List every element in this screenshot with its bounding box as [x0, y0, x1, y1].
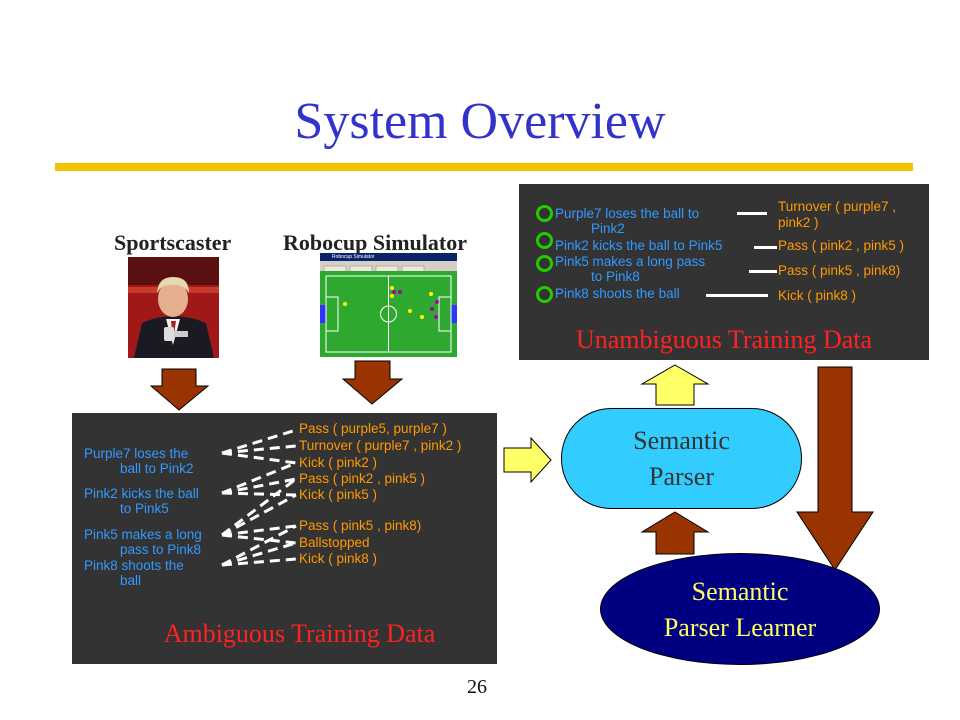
- parser-label-line: Parser: [649, 462, 714, 491]
- comment-line: Purple7 loses the ball to: [555, 206, 700, 221]
- comment-line: to Pink5: [120, 501, 169, 516]
- page-number: 26: [467, 676, 487, 698]
- robocup-simulator-window: Robocup Simulator: [320, 253, 457, 357]
- comment-line: Pink8 shoots the ball: [555, 286, 680, 301]
- link-line: [749, 270, 777, 273]
- green-circle-icon: [536, 205, 553, 222]
- parser-label-line: Semantic: [633, 426, 730, 455]
- ambiguous-connections: [221, 428, 297, 567]
- unambiguous-comment: Pink8 shoots the ball: [555, 286, 680, 301]
- title-underline: [55, 163, 913, 171]
- link-line: [737, 212, 767, 215]
- comment-line: to Pink8: [591, 269, 640, 284]
- ambiguous-comment: Pink8 shoots the ball: [84, 558, 184, 588]
- comment-line: Pink5 makes a long pass: [555, 254, 706, 269]
- comment-line: ball to Pink2: [120, 461, 194, 476]
- unambiguous-comment: Pink5 makes a long pass to Pink8: [555, 254, 705, 284]
- ambiguous-event: Pass ( pink5 , pink8): [299, 518, 422, 533]
- unambiguous-training-data-panel: [519, 184, 929, 360]
- event-line: pink2 ): [778, 214, 819, 230]
- comment-line: Pink5 makes a long: [84, 527, 202, 542]
- ambiguous-event: Ballstopped: [299, 535, 370, 550]
- comment-line: ball: [120, 573, 142, 588]
- parser-up-arrow: [640, 364, 710, 406]
- ambiguous-event: Kick ( pink8 ): [299, 551, 378, 566]
- simulator-toolbar: [320, 261, 457, 273]
- ambiguous-panel-title: Ambiguous Training Data: [163, 619, 436, 648]
- ambiguous-comment: Pink2 kicks the ball to Pink5: [84, 486, 199, 516]
- unambiguous-event: Turnover ( purple7 , pink2 ): [778, 199, 896, 230]
- learner-up-arrow: [640, 511, 710, 555]
- ambiguous-event: Turnover ( purple7 , pink2 ): [299, 438, 462, 453]
- event-line: Turnover ( purple7 ,: [778, 199, 897, 214]
- ambiguous-event: Kick ( pink5 ): [299, 487, 378, 502]
- ambiguous-training-data-panel: [72, 413, 497, 664]
- sportscaster-down-arrow: [150, 368, 210, 411]
- green-circle-icon: [536, 286, 553, 303]
- ambiguous-event: Pass ( purple5, purple7 ): [299, 421, 447, 436]
- green-circle-icon: [536, 255, 553, 272]
- right-arrow: [503, 437, 552, 483]
- slide-title: System Overview: [294, 93, 666, 150]
- link-line: [706, 294, 768, 297]
- soccer-field: [320, 271, 457, 357]
- link-line: [754, 246, 777, 249]
- unambiguous-event: Pass ( pink2 , pink5 ): [778, 238, 905, 253]
- ambiguous-event: Kick ( pink2 ): [299, 455, 378, 470]
- unambiguous-comment: Pink2 kicks the ball to Pink5: [555, 238, 722, 253]
- unambiguous-down-arrow: [796, 366, 874, 571]
- semantic-parser-node: Semantic Parser: [561, 408, 802, 509]
- green-circle-icon: [536, 232, 553, 249]
- comment-line: Pink2: [591, 221, 625, 236]
- comment-line: Pink2 kicks the ball: [84, 486, 199, 501]
- simulator-window-title: Robocup Simulator: [320, 253, 457, 261]
- unambiguous-comment: Purple7 loses the ball to Pink2: [555, 206, 699, 236]
- unambiguous-event: Kick ( pink8 ): [778, 288, 857, 303]
- comment-line: Pink2 kicks the ball to Pink5: [555, 238, 723, 253]
- learner-label-line: Parser Learner: [663, 613, 817, 642]
- sportscaster-photo: [128, 257, 219, 358]
- ambiguous-comment: Purple7 loses the ball to Pink2: [84, 446, 194, 476]
- unambiguous-panel-title: Unambiguous Training Data: [575, 325, 873, 354]
- learner-label-line: Semantic: [691, 577, 789, 606]
- unambiguous-event: Pass ( pink5 , pink8): [778, 263, 901, 278]
- simulator-label: Robocup Simulator: [283, 230, 467, 255]
- simulator-down-arrow: [342, 360, 404, 405]
- ambiguous-comment: Pink5 makes a long pass to Pink8: [84, 527, 202, 557]
- ambiguous-event: Pass ( pink2 , pink5 ): [299, 471, 426, 486]
- sportscaster-label: Sportscaster: [114, 230, 232, 255]
- comment-line: pass to Pink8: [120, 542, 202, 557]
- comment-line: Pink8 shoots the: [84, 558, 184, 573]
- comment-line: Purple7 loses the: [84, 446, 189, 461]
- semantic-parser-learner-node: Semantic Parser Learner: [600, 553, 880, 665]
